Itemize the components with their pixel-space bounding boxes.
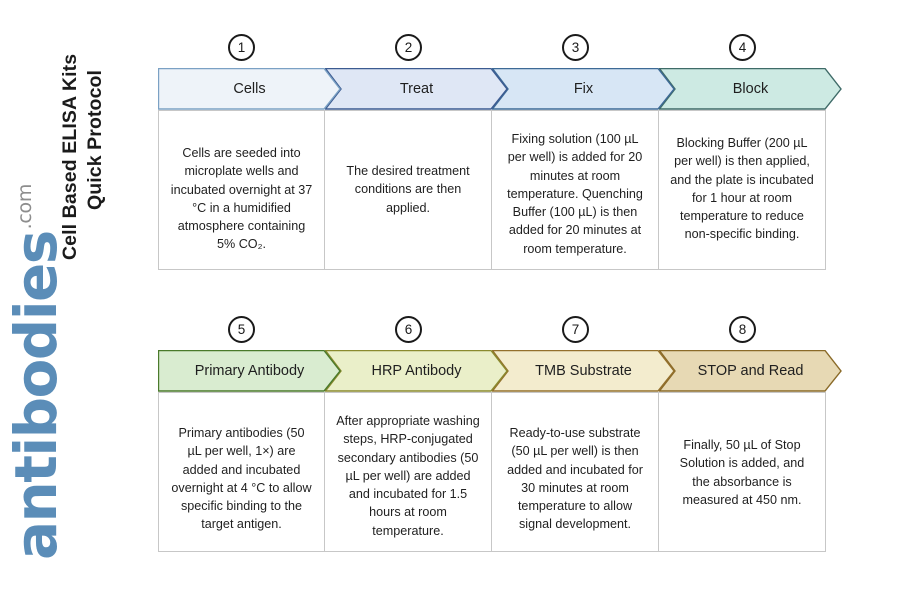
process-flow-row-1: 1 2 3 4 Cells Treat Fix Block Cells are seeded… [158, 34, 842, 270]
step-chevron[interactable]: Cells [158, 68, 341, 110]
step-chevron-shape [659, 68, 842, 110]
step-number-label: 6 [404, 321, 413, 337]
step-description-strip: Cells are seeded into microplate wells a… [158, 110, 842, 270]
step-number-badge: 6 [395, 316, 422, 343]
brand-logo-word: antibodies [2, 231, 70, 560]
step-chevron-label: Block [732, 81, 769, 97]
step-number-label: 7 [571, 321, 580, 337]
step-chevron[interactable]: HRP Antibody [325, 350, 508, 392]
step-description-text: Fixing solution (100 µL per well) is add… [507, 132, 643, 256]
step-chevron[interactable]: TMB Substrate [492, 350, 675, 392]
step-chevron-shape [158, 68, 341, 110]
step-description-cell: Cells are seeded into microplate wells a… [158, 110, 325, 270]
step-description-cell: Finally, 50 µL of Stop Solution is added… [659, 392, 826, 552]
brand-logo: antibodies .com [2, 20, 86, 560]
page-title-line-2: Quick Protocol [83, 69, 106, 211]
step-description-text: The desired treatment conditions are the… [346, 164, 470, 215]
step-chevron[interactable]: STOP and Read [659, 350, 842, 392]
step-chevron-label: TMB Substrate [535, 363, 632, 379]
step-number-badge: 5 [228, 316, 255, 343]
step-chevron-shape [325, 350, 508, 392]
step-chevron[interactable]: Primary Antibody [158, 350, 341, 392]
step-chevron-label: Treat [399, 81, 434, 97]
step-number-label: 2 [404, 39, 413, 55]
step-chevron[interactable]: Fix [492, 68, 675, 110]
step-number-badge: 1 [228, 34, 255, 61]
step-chevron-shape [325, 68, 508, 110]
step-description-text: Primary antibodies (50 µL per well, 1×) … [171, 426, 312, 532]
step-number-badge: 8 [729, 316, 756, 343]
step-chevron-strip: Cells Treat Fix Block [158, 68, 842, 110]
step-description-cell: Blocking Buffer (200 µL per well) is the… [659, 110, 826, 270]
step-number-label: 1 [237, 39, 246, 55]
step-description-text: After appropriate washing steps, HRP-con… [336, 414, 480, 538]
step-number-label: 3 [571, 39, 580, 55]
step-chevron-label: Primary Antibody [194, 363, 305, 379]
step-description-cell: Primary antibodies (50 µL per well, 1×) … [158, 392, 325, 552]
step-number-badge: 2 [395, 34, 422, 61]
step-description-cell: Ready-to-use substrate (50 µL per well) … [492, 392, 659, 552]
step-chevron[interactable]: Block [659, 68, 842, 110]
step-description-text: Ready-to-use substrate (50 µL per well) … [507, 426, 643, 532]
step-description-strip: Primary antibodies (50 µL per well, 1×) … [158, 392, 842, 552]
step-number-badge: 3 [562, 34, 589, 61]
step-chevron-strip: Primary Antibody HRP Antibody TMB Substrat… [158, 350, 842, 392]
step-chevron-label: STOP and Read [697, 363, 804, 379]
step-description-text: Finally, 50 µL of Stop Solution is added… [679, 438, 805, 507]
step-chevron-shape [158, 350, 341, 392]
step-number-strip: 5 6 7 8 [158, 316, 842, 346]
step-number-badge: 4 [729, 34, 756, 61]
step-number-label: 8 [738, 321, 747, 337]
step-chevron[interactable]: Treat [325, 68, 508, 110]
step-chevron-label: Fix [573, 81, 594, 97]
step-description-cell: The desired treatment conditions are the… [325, 110, 492, 270]
step-chevron-shape [659, 350, 842, 392]
step-number-label: 4 [738, 39, 747, 55]
step-chevron-shape [492, 350, 675, 392]
step-description-cell: Fixing solution (100 µL per well) is add… [492, 110, 659, 270]
step-chevron-label: Cells [233, 81, 266, 97]
process-flow-row-2: 5 6 7 8 Primary Antibody HRP Antibody TMB Sub… [158, 316, 842, 552]
step-number-badge: 7 [562, 316, 589, 343]
brand-logo-tld: .com [14, 183, 36, 230]
step-number-label: 5 [237, 321, 246, 337]
step-chevron-shape [492, 68, 675, 110]
step-number-strip: 1 2 3 4 [158, 34, 842, 64]
step-description-text: Blocking Buffer (200 µL per well) is the… [670, 136, 814, 242]
page-title: Cell Based ELISA Kits Quick Protocol [58, 0, 118, 260]
step-description-text: Cells are seeded into microplate wells a… [170, 146, 313, 252]
step-chevron-label: HRP Antibody [371, 363, 462, 379]
step-description-cell: After appropriate washing steps, HRP-con… [325, 392, 492, 552]
